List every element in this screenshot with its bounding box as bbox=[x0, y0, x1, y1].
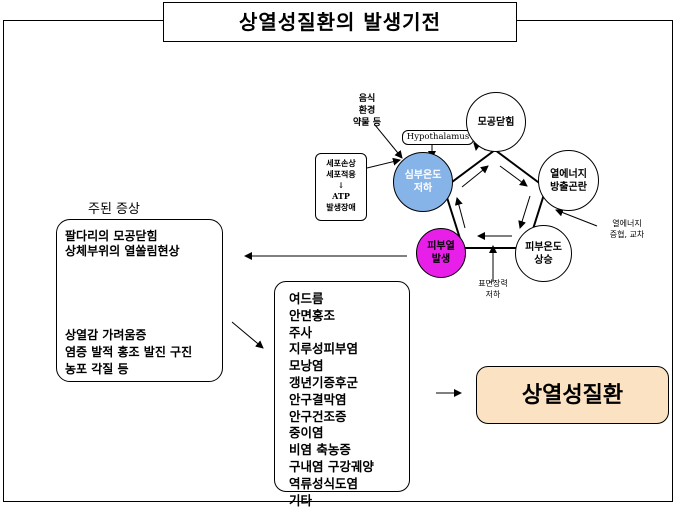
skin-heat-line1: 피부열 bbox=[427, 241, 455, 252]
cell-line-atp: ATP bbox=[332, 191, 350, 201]
symptom-line-2: 상체부위의 열쏠림현상 bbox=[65, 244, 180, 258]
core-temp-line2: 저하 bbox=[413, 183, 433, 194]
cell-damage-box: 세포손상 세포적응 ↓ ATP 발생장애 bbox=[315, 153, 367, 221]
cell-line-damage: 세포손상 bbox=[326, 158, 356, 168]
heat-energy-note-line2: 증협, 교차 bbox=[609, 230, 645, 239]
disease-item: 안면홍조 bbox=[289, 307, 336, 323]
disease-item: 여드름 bbox=[289, 291, 324, 306]
heat-release-line1: 열에너지 bbox=[550, 168, 587, 180]
main-symptoms-label: 주된 증상 bbox=[88, 202, 140, 217]
disease-item: 안구결막염 bbox=[289, 391, 347, 407]
disease-list-box: 여드름 안면홍조 주사 지루성피부염 모낭염 갱년기증후군 안구결막염 안구건조… bbox=[274, 281, 410, 508]
disease-item: 지루성피부염 bbox=[289, 341, 359, 357]
factor-environment: 환경 bbox=[358, 106, 376, 116]
heat-release-line2: 방출곤란 bbox=[550, 181, 587, 193]
heat-energy-note-line1: 열에너지 bbox=[612, 219, 642, 228]
symptom-line-4: 염증 발적 홍조 발진 구진 bbox=[65, 345, 193, 359]
hypothalamus-label: Hypothalamus bbox=[406, 132, 470, 142]
page-title: 상열성질환의 발생기전 bbox=[163, 2, 517, 42]
pore-block-label: 모공닫힘 bbox=[477, 116, 515, 128]
factor-food: 음식 bbox=[358, 94, 376, 104]
surface-note-line1: 표면장력 bbox=[478, 279, 508, 288]
factors-label: 음식 환경 약물 등 bbox=[342, 93, 392, 129]
cell-line-adaptation: 세포적응 bbox=[326, 169, 356, 179]
skin-temp-line1: 피부온도 bbox=[525, 241, 562, 253]
symptom-line-5: 농포 각질 등 bbox=[65, 362, 129, 376]
symptom-line-3: 상열감 가려움증 bbox=[65, 328, 147, 342]
disease-item: 비염 축농증 bbox=[289, 442, 351, 458]
surface-tension-note: 표면장력 저하 bbox=[470, 278, 516, 300]
skin-heat-line2: 발생 bbox=[431, 254, 451, 265]
result-label: 상열성질환 bbox=[521, 382, 624, 408]
disease-item: 주사 bbox=[289, 324, 313, 340]
disease-item: 갱년기증후군 bbox=[289, 374, 359, 390]
disease-item: 안구건조증 bbox=[289, 408, 347, 424]
cell-line-disorder: 발생장애 bbox=[326, 202, 356, 212]
disease-item: 중이염 bbox=[289, 425, 324, 441]
cell-line-arrow: ↓ bbox=[337, 180, 345, 190]
core-temp-line1: 심부온도 bbox=[404, 170, 442, 181]
hypothalamus-box: Hypothalamus bbox=[402, 130, 474, 145]
disease-item: 구내염 구강궤양 bbox=[289, 458, 374, 474]
surface-note-line2: 저하 bbox=[485, 290, 501, 299]
main-symptoms-box: 팔다리의 모공닫힘 상체부위의 열쏠림현상 상열감 가려움증 염증 발적 홍조 … bbox=[56, 219, 223, 382]
heat-energy-note: 열에너지 증협, 교차 bbox=[597, 218, 657, 240]
disease-item: 역류성식도염 bbox=[289, 475, 359, 491]
skin-temp-line2: 상승 bbox=[534, 254, 553, 266]
node-pore-block: 모공닫힘 bbox=[466, 92, 526, 152]
pentagon-inner-arrows bbox=[454, 165, 531, 240]
result-box: 상열성질환 bbox=[476, 366, 669, 424]
disease-item: 기타 bbox=[289, 492, 313, 508]
factor-drugs: 약물 등 bbox=[353, 118, 381, 128]
disease-item: 모낭염 bbox=[289, 358, 324, 374]
symptom-line-1: 팔다리의 모공닫힘 bbox=[65, 229, 158, 243]
